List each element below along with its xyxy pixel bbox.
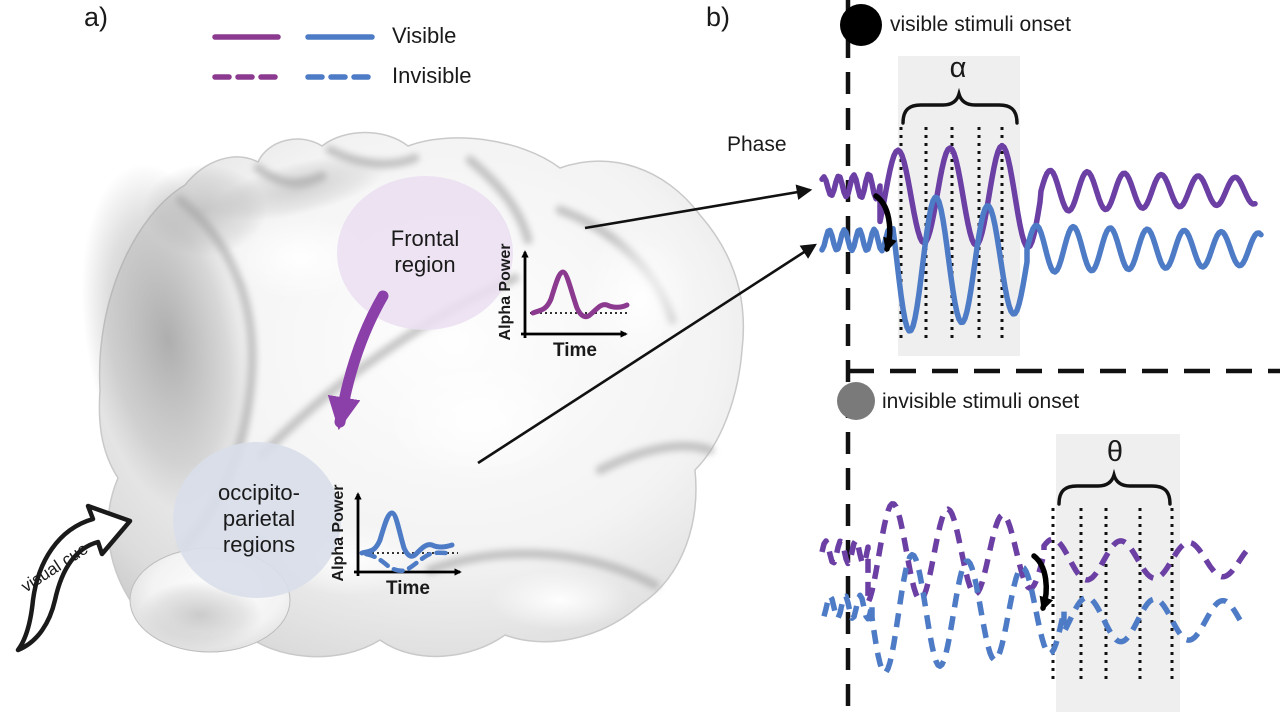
theta-band-label: θ xyxy=(1106,436,1124,468)
legend-swatches xyxy=(212,34,375,80)
phase-shift-arrow-top xyxy=(873,193,897,253)
cerebellum-shade xyxy=(138,581,262,649)
wave-invisible-frontal-purple xyxy=(819,501,1254,606)
invisible-onset-label: invisible stimuli onset xyxy=(882,390,1080,413)
visible-onset-dot xyxy=(840,4,882,46)
inset-occipito-plot xyxy=(354,492,462,576)
top-down-purple-arrow xyxy=(327,290,389,431)
connector-arrow-top xyxy=(584,184,813,230)
inset-occipito-ylabel: Alpha Power xyxy=(330,484,347,582)
visual-cue-arrow xyxy=(15,503,133,653)
alpha-band-label: α xyxy=(949,52,967,84)
inset-occipito-curve-visible xyxy=(359,510,455,559)
occipito-parietal-label: occipito- parietal regions xyxy=(218,480,300,557)
panel-a-label: a) xyxy=(84,2,109,32)
visible-onset-label: visible stimuli onset xyxy=(890,13,1071,36)
phase-shift-arrow-bottom xyxy=(1031,553,1054,612)
brain-illustration xyxy=(81,131,745,658)
invisible-onset-dot xyxy=(837,382,875,420)
phase-label: Phase xyxy=(727,133,787,156)
inset-frontal-curve xyxy=(530,269,630,320)
frontal-region-label: Frontal region xyxy=(390,226,460,277)
brain-shading xyxy=(81,154,388,516)
inset-frontal-plot xyxy=(521,250,630,338)
inset-occipito-curve-invisible xyxy=(363,550,451,574)
inset-occipito-xlabel: Time xyxy=(385,578,430,599)
inset-frontal-xlabel: Time xyxy=(552,340,597,361)
theta-brace xyxy=(1057,468,1172,506)
occipito-parietal-oval xyxy=(173,442,341,598)
brain-highlights xyxy=(228,216,698,630)
legend-invisible-label: Invisible xyxy=(392,63,472,88)
inset-frontal-ylabel: Alpha Power xyxy=(497,243,514,341)
panel-b-label: b) xyxy=(706,2,731,32)
alpha-brace xyxy=(901,87,1019,125)
wave-invisible-occipital-blue xyxy=(821,551,1243,675)
connector-arrow-bottom xyxy=(477,243,817,465)
legend-visible-label: Visible xyxy=(392,23,457,48)
wave-visible-frontal-purple xyxy=(819,142,1258,251)
